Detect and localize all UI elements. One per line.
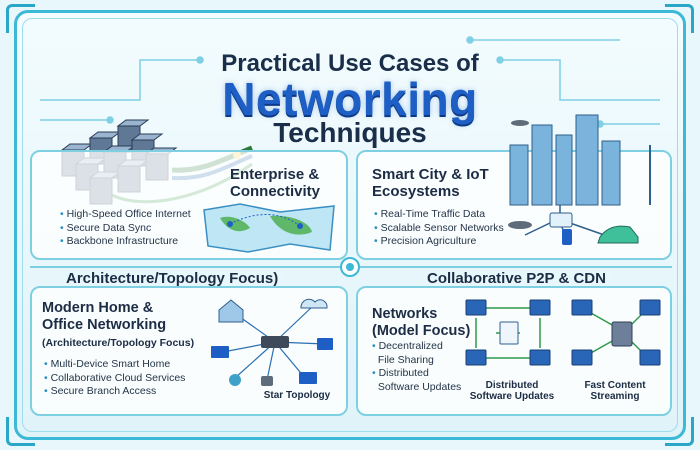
computer-icon — [529, 299, 551, 316]
center-node — [340, 257, 360, 277]
computer-icon — [639, 299, 661, 316]
label-line: Software Updates — [469, 391, 555, 402]
world-map-icon — [203, 203, 335, 253]
list-item: Scalable Sensor Networks — [374, 222, 504, 236]
bullet-line: Software Updates — [377, 380, 462, 393]
content-streaming-label: Fast Content Streaming — [570, 380, 660, 402]
home-subtitle: (Architecture/Topology Focus) — [42, 337, 195, 349]
label-line: Streaming — [590, 391, 640, 402]
p2p-bullets: Decentralized File Sharing Distributed S… — [372, 340, 461, 394]
list-item: Real-Time Traffic Data — [374, 208, 504, 222]
computer-icon — [571, 349, 593, 366]
cdn-server-icon — [611, 321, 633, 347]
home-bullets: Multi-Device Smart Home Collaborative Cl… — [44, 358, 186, 399]
enterprise-title-line: Connectivity — [230, 183, 321, 201]
house-icon — [218, 299, 244, 323]
city-skyline-icon — [508, 114, 651, 246]
computer-icon — [529, 349, 551, 366]
list-item: Precision Agriculture — [374, 235, 504, 249]
desktop-icon — [299, 372, 317, 384]
home-title-line: Modern Home & — [42, 300, 154, 316]
list-item: Secure Data Sync — [60, 222, 191, 236]
section-divider-line — [30, 266, 340, 268]
list-item: Backbone Infrastructure — [60, 235, 191, 249]
list-item: Decentralized File Sharing — [372, 340, 461, 367]
star-topology-label: Star Topology — [263, 390, 331, 401]
computer-icon — [639, 349, 661, 366]
section-divider-line — [360, 266, 672, 268]
drone-icon — [508, 221, 532, 229]
list-item: Collaborative Cloud Services — [44, 372, 186, 386]
title-line-3: Techniques — [273, 117, 427, 148]
distributed-updates-label: Distributed Software Updates — [464, 380, 560, 402]
star-topology-diagram — [211, 298, 333, 386]
label-line: Fast Content — [584, 380, 646, 391]
frame-corner — [665, 4, 694, 33]
p2p-title: Networks (Model Focus) — [372, 306, 470, 339]
camera-icon — [261, 376, 273, 386]
p2p-focus-heading: Collaborative P2P & CDN — [423, 270, 610, 287]
list-item: Secure Branch Access — [44, 385, 185, 399]
iot-hub-icon — [549, 212, 573, 228]
router-icon — [261, 336, 289, 348]
list-item: Distributed Software Updates — [372, 367, 461, 394]
list-item: High-Speed Office Internet — [60, 208, 191, 222]
label-line: Distributed — [485, 380, 539, 391]
smart-city-bullets: Real-Time Traffic Data Scalable Sensor N… — [374, 208, 504, 249]
title-line-1: Practical Use Cases of — [221, 50, 479, 77]
title-line-2: Networking — [222, 73, 478, 125]
home-office-title: Modern Home & Office Networking — [42, 300, 166, 333]
enterprise-panel: Enterprise & Connectivity High-Speed Off… — [30, 150, 348, 260]
server-unit-top — [88, 131, 122, 139]
smart-city-title-line: Ecosystems — [372, 183, 460, 201]
list-item: Multi-Device Smart Home — [44, 358, 185, 372]
cloud-icon — [300, 298, 328, 309]
computer-icon — [465, 299, 487, 316]
server-unit-top — [116, 119, 150, 127]
frame-corner — [6, 417, 35, 446]
computer-icon — [571, 299, 593, 316]
smart-city-title-line: Smart City & IoT — [372, 166, 489, 183]
thermostat-icon — [229, 374, 241, 386]
file-icon — [499, 321, 519, 345]
phone-icon — [562, 229, 572, 245]
p2p-title-line: Networks — [372, 306, 438, 322]
frame-corner — [665, 417, 694, 446]
bullet-line: File Sharing — [377, 353, 434, 366]
architecture-focus-heading: Architecture/Topology Focus) — [62, 270, 283, 287]
inner-frame — [22, 18, 678, 432]
p2p-title-line: (Model Focus) — [372, 322, 471, 339]
enterprise-title-line: Enterprise & — [230, 166, 320, 183]
smart-city-title: Smart City & IoT Ecosystems — [372, 166, 489, 201]
monitor-icon — [317, 338, 333, 350]
bullet-line: Decentralized — [378, 340, 443, 352]
enterprise-bullets: High-Speed Office Internet Secure Data S… — [60, 208, 191, 249]
bullet-line: Distributed — [378, 367, 429, 379]
computer-icon — [465, 349, 487, 366]
server-unit-top — [130, 133, 164, 141]
home-office-panel: Modern Home & Office Networking (Archite… — [30, 286, 348, 416]
drone-icon — [511, 120, 529, 126]
car-icon — [597, 225, 639, 244]
laptop-icon — [211, 346, 229, 358]
home-title-line: Office Networking — [42, 316, 167, 333]
p2p-network-diagram — [465, 299, 661, 366]
frame-corner — [6, 4, 35, 33]
enterprise-title: Enterprise & Connectivity — [230, 166, 320, 201]
